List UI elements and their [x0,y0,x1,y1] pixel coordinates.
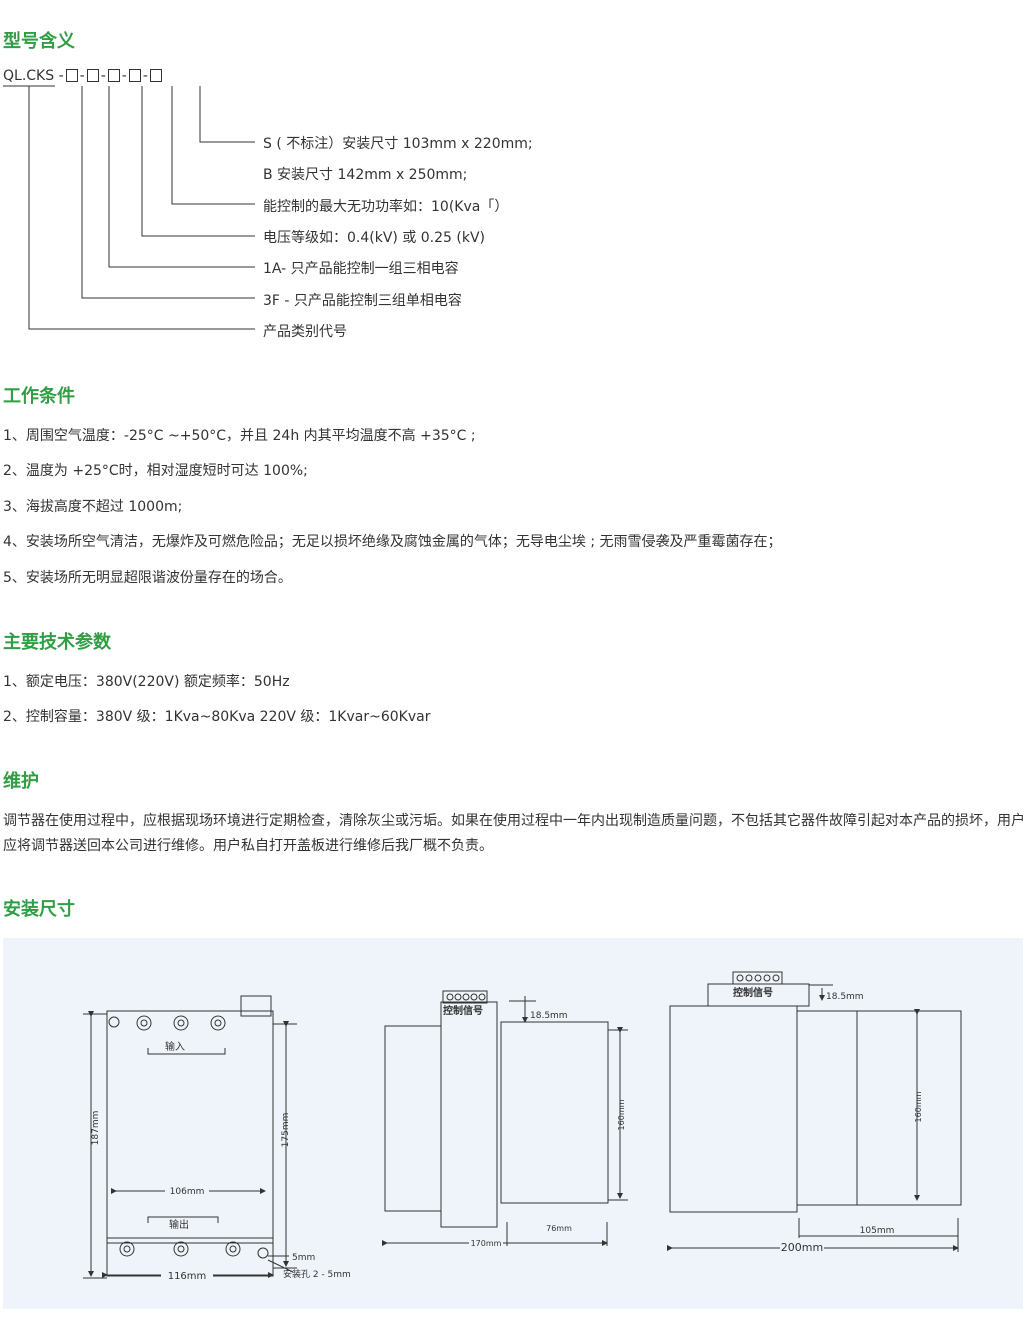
label-160mm-2: 160mm [914,1091,923,1122]
label-18-5mm-1: 18.5mm [530,1011,568,1021]
model-desc-power: 能控制的最大无功功率如：10(Kva「） [263,199,509,215]
model-desc-b: B 安装尺寸 142mm x 250mm; [263,167,468,183]
drawing-front-view [83,995,297,1279]
label-105mm: 105mm [860,1226,895,1236]
label-18-5mm-2: 18.5mm [826,992,864,1002]
model-desc-3f: 3F - 只产品能控制三组单相电容 [263,293,462,309]
model-code-prefix: QL.CKS [3,68,55,84]
label-76mm: 76mm [546,1224,572,1233]
label-5mm: 5mm [292,1253,315,1263]
label-200mm: 200mm [781,1241,823,1254]
section-title-params: 主要技术参数 [3,632,111,653]
label-output: 输出 [169,1218,189,1231]
label-187mm: 187mm [91,1111,101,1146]
section-title-maintenance: 维护 [3,771,39,792]
label-control-signal-1: 控制信号 [443,1004,483,1017]
label-106mm: 106mm [170,1187,205,1197]
model-code-leader-lines [3,85,255,330]
param-item-1: 1、额定电压：380V(220V) 额定频率：50Hz [3,674,290,690]
code-box-2 [86,69,99,82]
condition-item-5: 5、安装场所无明显超限谐波份量存在的场合。 [3,570,292,586]
model-desc-s: S ( 不标注）安装尺寸 103mm x 220mm; [263,136,533,152]
model-desc-1a: 1A- 只产品能控制一组三相电容 [263,261,459,277]
label-175mm: 175mm [281,1113,291,1148]
label-control-signal-2: 控制信号 [733,986,773,999]
code-box-3 [107,69,120,82]
maintenance-text: 调节器在使用过程中，应根据现场环境进行定期检查，清除灰尘或污垢。如果在使用过程中… [3,813,1025,854]
code-box-1 [65,69,78,82]
code-box-5 [149,69,162,82]
param-item-2: 2、控制容量：380V 级：1Kva~80Kva 220V 级：1Kvar~60… [3,709,431,725]
model-desc-voltage: 电压等级如：0.4(kV) 或 0.25 (kV) [263,230,486,246]
section-title-dimensions: 安装尺寸 [3,899,75,920]
drawing-side-view [382,990,628,1246]
label-170mm: 170mm [471,1239,502,1248]
section-title-model: 型号含义 [3,31,75,52]
dimension-drawing: 输入 输出 187mm 175mm 106mm 116mm 5mm 安装孔 2 … [3,938,1023,1309]
condition-item-3: 3、海拔高度不超过 1000m; [3,499,183,515]
label-116mm: 116mm [168,1271,207,1282]
condition-item-4: 4、安装场所空气清洁，无爆炸及可燃危险品；无足以损坏绝缘及腐蚀金属的气体；无导电… [3,534,782,550]
condition-item-1: 1、周围空气温度：-25°C ~+50°C，并且 24h 内其平均温度不高 +3… [3,428,476,444]
label-mounting-hole: 安装孔 2 - 5mm [283,1268,351,1280]
label-input: 输入 [165,1040,185,1053]
condition-item-2: 2、温度为 +25°C时，相对湿度短时可达 100%; [3,463,308,479]
section-title-conditions: 工作条件 [3,386,75,407]
code-box-4 [128,69,141,82]
model-desc-category: 产品类别代号 [263,324,347,340]
label-160mm-1: 160mm [617,1099,626,1130]
model-code: QL.CKS ----- [3,68,164,84]
